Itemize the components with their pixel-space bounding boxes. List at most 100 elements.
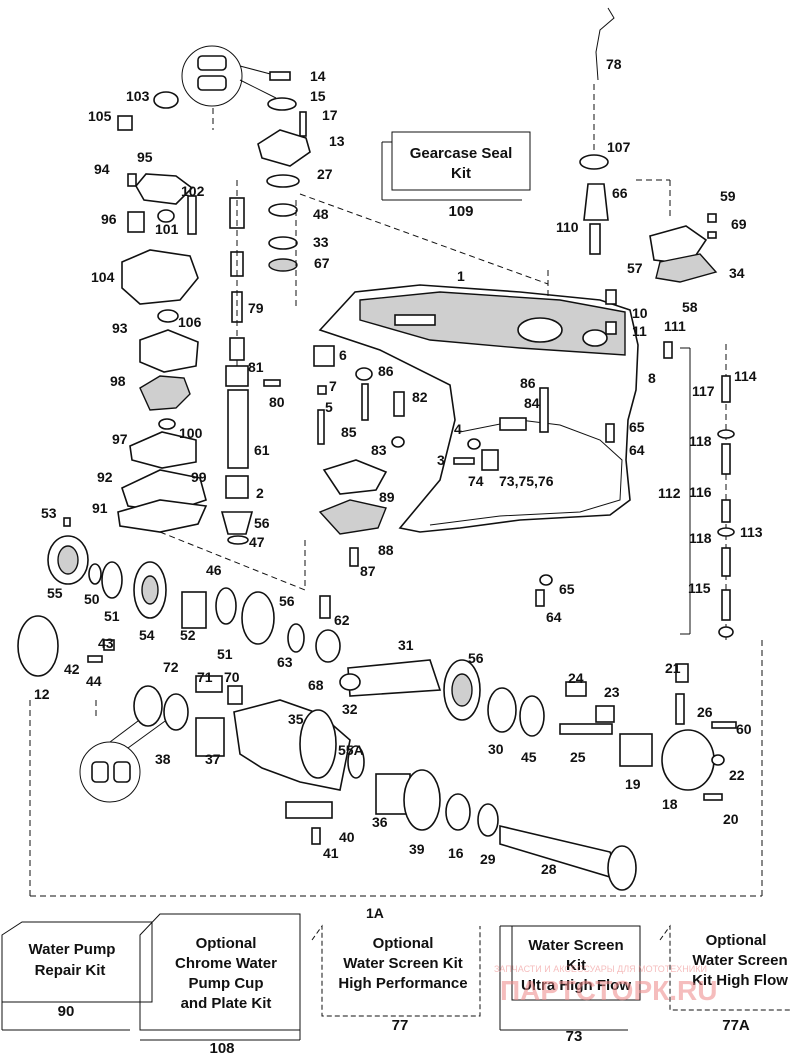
callout-56-forward: 56	[468, 650, 484, 666]
callout-8: 8	[648, 370, 656, 386]
callout-13: 13	[329, 133, 345, 149]
callout-84: 84	[524, 395, 540, 411]
screen-hp-kit-line1: Optional	[373, 935, 434, 952]
callout-61: 61	[254, 442, 270, 458]
callout-111: 111	[664, 318, 686, 334]
callout-54: 54	[139, 627, 155, 643]
callout-110: 110	[556, 219, 579, 235]
callout-16: 16	[448, 845, 464, 861]
gearcase-seal-kit-line2: Kit	[451, 165, 471, 182]
callout-15: 15	[310, 88, 326, 104]
callout-30: 30	[488, 741, 504, 757]
callout-93: 93	[112, 320, 128, 336]
callout-1A: 1A	[366, 905, 384, 921]
callout-10: 10	[632, 305, 648, 321]
callout-85: 85	[341, 424, 357, 440]
chrome-cup-kit-line1: Optional	[196, 935, 257, 952]
callout-87: 87	[360, 563, 376, 579]
callout-52: 52	[180, 627, 196, 643]
callout-7: 7	[329, 378, 337, 394]
callout-106: 106	[178, 314, 202, 330]
callout-45: 45	[521, 749, 537, 765]
callout-26: 26	[697, 704, 713, 720]
chrome-cup-kit-line2: Chrome Water	[175, 955, 277, 972]
callout-79: 79	[248, 300, 264, 316]
callout-3: 3	[437, 452, 445, 468]
callout-86-lower: 86	[520, 375, 536, 391]
callout-21: 21	[665, 660, 681, 676]
callout-64-lower: 64	[546, 609, 562, 625]
callout-40: 40	[339, 829, 355, 845]
callout-31: 31	[398, 637, 414, 653]
callout-112: 112	[658, 485, 681, 501]
callout-73-75-76: 73,75,76	[499, 473, 554, 489]
callout-2: 2	[256, 485, 264, 501]
callout-42: 42	[64, 661, 80, 677]
callout-14: 14	[310, 68, 326, 84]
callout-33: 33	[313, 234, 329, 250]
screen-uhf-kit-line1: Water Screen	[528, 937, 623, 954]
callout-103: 103	[126, 88, 150, 104]
gearcase-seal-kit-line1: Gearcase Seal	[410, 145, 513, 162]
callout-56-driveshaft: 56	[254, 515, 270, 531]
callout-67: 67	[314, 255, 330, 271]
callout-36: 36	[372, 814, 388, 830]
screen-hp-kit-line2: Water Screen Kit	[343, 955, 462, 972]
gearcase-seal-kit-number: 109	[448, 203, 473, 220]
callout-80: 80	[269, 394, 285, 410]
middle-small-parts	[313, 345, 615, 607]
callout-44: 44	[86, 673, 102, 689]
callout-53: 53	[41, 505, 57, 521]
callout-83: 83	[371, 442, 387, 458]
callout-57: 57	[627, 260, 643, 276]
callout-labels: 14 15 17 13 103 105 95 94 102 96 101 104…	[34, 56, 763, 921]
chrome-cup-kit-line4: and Plate Kit	[181, 995, 272, 1012]
callout-50: 50	[84, 591, 100, 607]
callout-24: 24	[568, 670, 584, 686]
water-pump-kit-line1: Water Pump	[29, 941, 116, 958]
gearcase-seal-kit-box	[381, 131, 531, 201]
water-pump-parts	[117, 71, 311, 591]
callout-65-upper: 65	[629, 419, 645, 435]
callout-43: 43	[98, 635, 114, 651]
callout-37: 37	[205, 751, 221, 767]
screen-uhf-kit-number: 73	[566, 1028, 583, 1045]
callout-70: 70	[224, 669, 240, 685]
screen-hf-kit-number: 77A	[722, 1017, 750, 1034]
seal-detail-top	[181, 45, 279, 130]
kit-boxes	[1, 913, 790, 1041]
callout-48: 48	[313, 206, 329, 222]
callout-117: 117	[692, 383, 715, 399]
callout-51-right: 51	[217, 646, 233, 662]
shift-parts	[579, 7, 718, 359]
callout-97: 97	[112, 431, 128, 447]
watermark-small: ЗАПЧАСТИ И АКСЕССУАРЫ ДЛЯ МОТОТЕХНИКИ	[494, 964, 707, 974]
callout-102: 102	[181, 183, 205, 199]
callout-34: 34	[729, 265, 745, 281]
callout-100: 100	[179, 425, 203, 441]
driveshaft	[220, 337, 281, 545]
callout-64-upper: 64	[629, 442, 645, 458]
callout-69: 69	[731, 216, 747, 232]
callout-98: 98	[110, 373, 126, 389]
chrome-cup-kit-line3: Pump Cup	[189, 975, 264, 992]
callout-107: 107	[607, 139, 631, 155]
callout-35: 35	[288, 711, 304, 727]
callout-28: 28	[541, 861, 557, 877]
callout-39: 39	[409, 841, 425, 857]
water-pump-kit-line2: Repair Kit	[35, 962, 106, 979]
watermark: ЗАПЧАСТИ И АКСЕССУАРЫ ДЛЯ МОТОТЕХНИКИ ПА…	[494, 964, 717, 1006]
kit-labels: Gearcase Seal Kit 109 Water Pump Repair …	[29, 145, 789, 1056]
callout-118-upper: 118	[689, 433, 712, 449]
callout-74: 74	[468, 473, 484, 489]
callout-63: 63	[277, 654, 293, 670]
callout-4: 4	[454, 421, 462, 437]
screen-uhf-kit-line2: Kit	[566, 957, 586, 974]
callout-65-lower: 65	[559, 581, 575, 597]
screen-hp-kit-number: 77	[392, 1017, 409, 1034]
callout-1: 1	[457, 268, 465, 284]
callout-60: 60	[736, 721, 752, 737]
callout-17: 17	[322, 107, 338, 123]
propshaft-assembly	[17, 517, 763, 897]
